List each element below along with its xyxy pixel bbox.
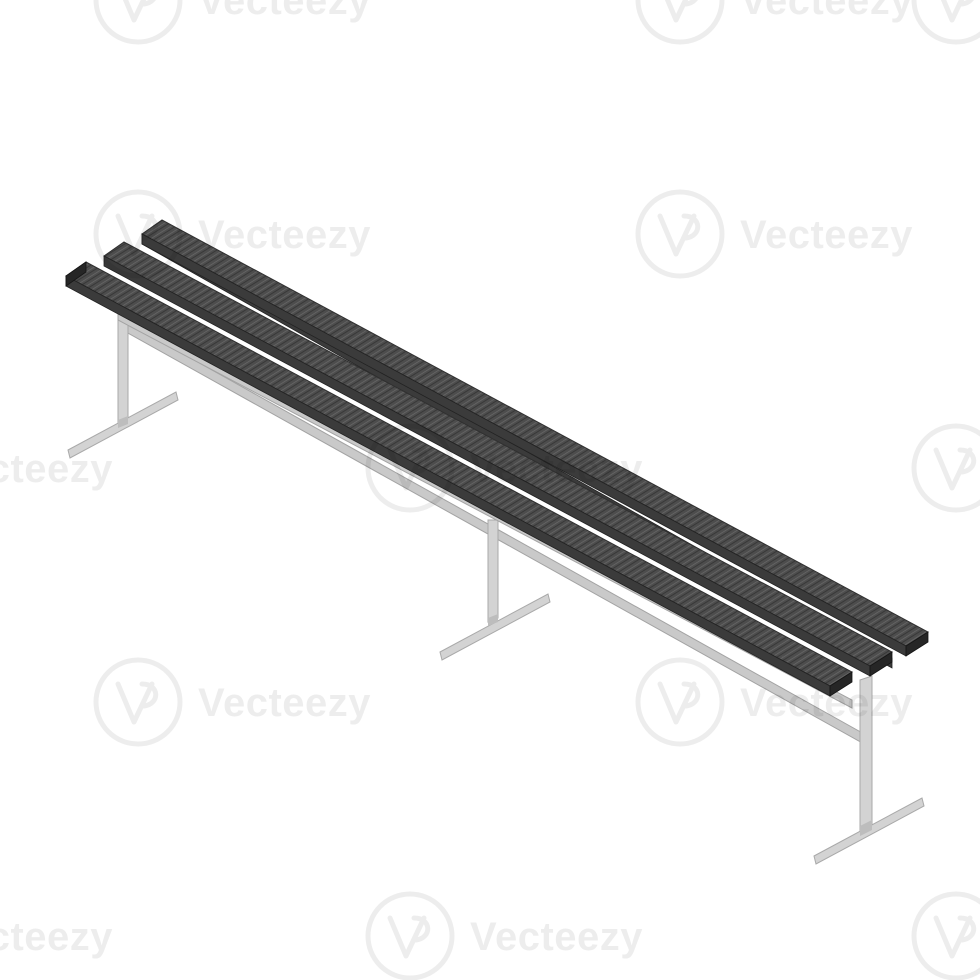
vecteezy-logo-icon bbox=[911, 423, 980, 513]
right-leg bbox=[813, 675, 925, 865]
vecteezy-logo-glyph bbox=[387, 447, 431, 491]
vecteezy-logo-glyph bbox=[115, 213, 159, 257]
vecteezy-logo-icon bbox=[635, 189, 725, 279]
watermark: Vecteezy bbox=[911, 0, 980, 45]
watermark-text: Vecteezy bbox=[198, 0, 371, 23]
vecteezy-logo-icon bbox=[365, 423, 455, 513]
vecteezy-logo-icon bbox=[93, 189, 183, 279]
vecteezy-logo-glyph bbox=[664, 0, 698, 23]
watermark-text: Vecteezy bbox=[740, 213, 913, 257]
watermark-text: Vecteezy bbox=[740, 681, 913, 725]
watermark: Vecteezy bbox=[93, 189, 371, 279]
vecteezy-logo-icon bbox=[93, 657, 183, 747]
watermark-text: Vecteezy bbox=[470, 915, 643, 959]
watermark: Vecteezy bbox=[911, 891, 980, 980]
watermark: Vecteezy bbox=[93, 0, 371, 45]
vecteezy-logo-icon bbox=[365, 891, 455, 980]
watermark-text: Vecteezy bbox=[198, 213, 371, 257]
vecteezy-logo-glyph bbox=[933, 915, 977, 959]
vecteezy-logo-icon bbox=[911, 891, 980, 980]
watermark: Vecteezy bbox=[635, 657, 913, 747]
vecteezy-logo-glyph bbox=[657, 681, 701, 725]
vecteezy-logo-glyph bbox=[122, 0, 156, 23]
vecteezy-logo-glyph bbox=[940, 0, 974, 23]
watermark: Vecteezy bbox=[911, 423, 980, 513]
watermark: Vecteezy bbox=[365, 423, 643, 513]
watermark-text: Vecteezy bbox=[470, 447, 643, 491]
vecteezy-logo-icon bbox=[911, 0, 980, 45]
watermark: Vecteezy bbox=[635, 0, 913, 45]
watermark: Vecteezy bbox=[93, 657, 371, 747]
bench-seat bbox=[65, 219, 929, 697]
vecteezy-logo-glyph bbox=[657, 213, 701, 257]
vecteezy-logo-glyph bbox=[387, 915, 431, 959]
slat-front bbox=[65, 261, 853, 697]
watermark-text: Vecteezy bbox=[0, 915, 113, 959]
left-leg bbox=[67, 317, 179, 459]
vecteezy-logo-icon bbox=[635, 0, 725, 45]
watermark: Vecteezy bbox=[0, 915, 113, 959]
vecteezy-logo-glyph bbox=[933, 447, 977, 491]
vecteezy-logo-icon bbox=[93, 0, 183, 45]
watermark: Vecteezy bbox=[635, 189, 913, 279]
watermark: Vecteezy bbox=[0, 447, 113, 491]
watermark-text: Vecteezy bbox=[0, 447, 113, 491]
middle-leg bbox=[439, 519, 551, 661]
slat-middle bbox=[103, 241, 893, 677]
vecteezy-logo-glyph bbox=[115, 681, 159, 725]
watermark-text: Vecteezy bbox=[198, 681, 371, 725]
watermark: Vecteezy bbox=[365, 891, 643, 980]
vecteezy-logo-icon bbox=[635, 657, 725, 747]
watermark-text: Vecteezy bbox=[740, 0, 913, 23]
